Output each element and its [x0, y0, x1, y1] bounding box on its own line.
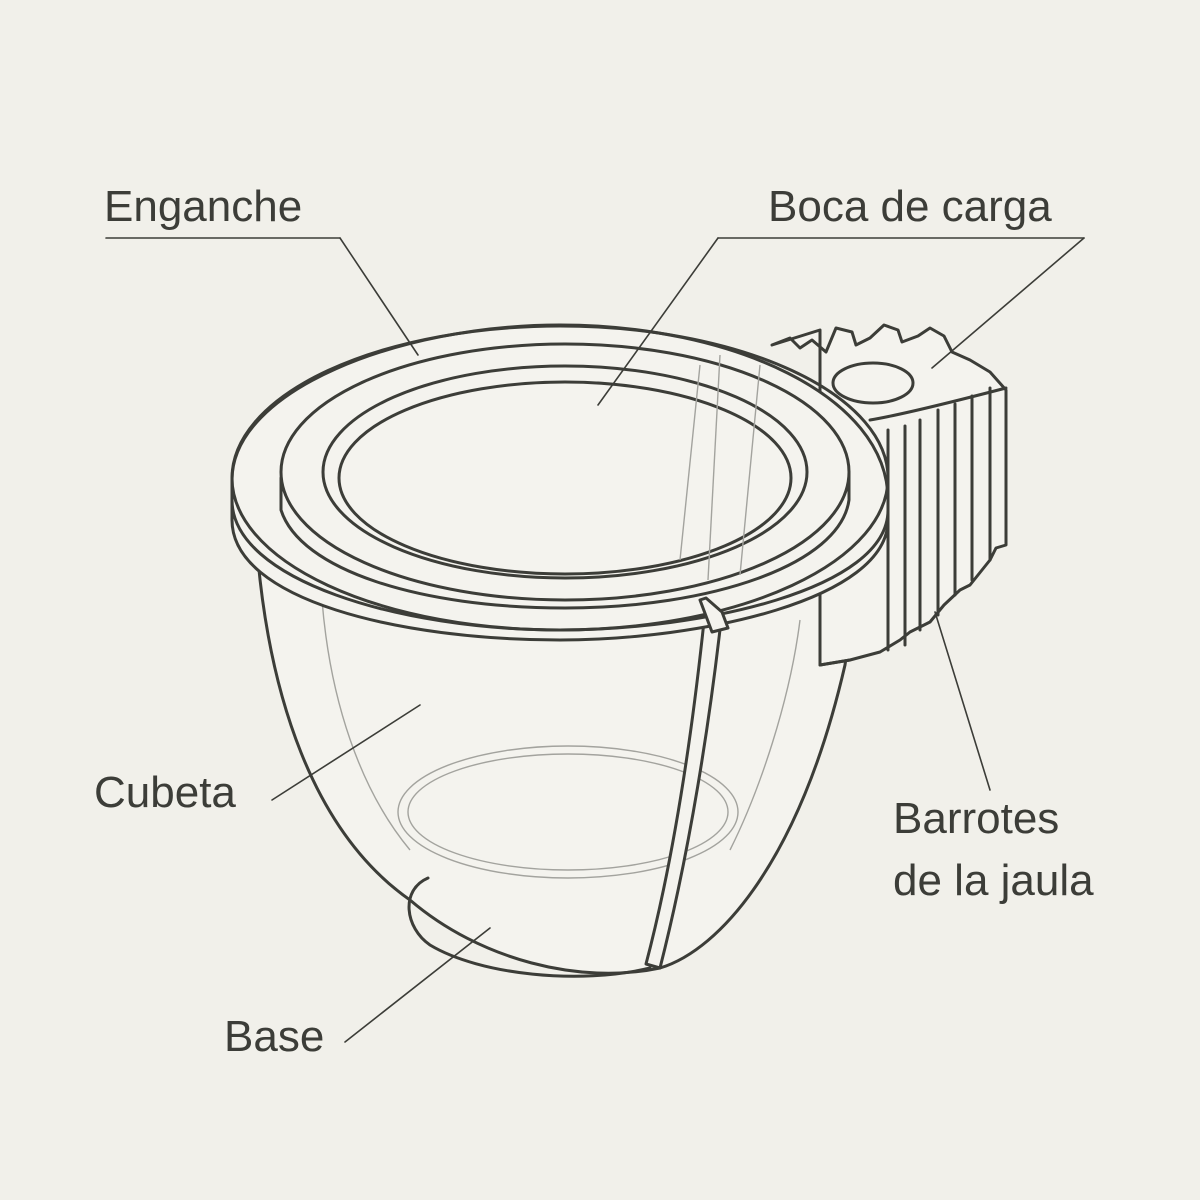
- inner-bottom-ring-2: [407, 753, 729, 871]
- label-boca-de-carga: Boca de carga: [768, 182, 1052, 231]
- slot-guide-2: [707, 354, 721, 581]
- leader-boca: [597, 237, 719, 406]
- slot-guide-1: [679, 364, 701, 561]
- front-cut-edge: [644, 600, 724, 970]
- leader-cubeta: [271, 704, 421, 801]
- rim-slot: [698, 596, 730, 634]
- leader-boca-hook: [931, 237, 1085, 369]
- leader-base: [344, 927, 491, 1043]
- label-cubeta: Cubeta: [94, 768, 236, 817]
- inner-bottom-ring: [397, 745, 739, 879]
- slot-guide-3: [739, 364, 761, 576]
- label-base: Base: [224, 1012, 325, 1061]
- leader-barrotes: [934, 611, 991, 791]
- middle-ring: [279, 342, 851, 610]
- base-disc: [407, 876, 652, 978]
- outer-rim: [230, 323, 890, 642]
- inner-wall-right: [729, 619, 801, 851]
- loading-mouth: [321, 364, 809, 580]
- screw-hole: [831, 361, 915, 405]
- label-barrotes-line1: Barrotes: [893, 794, 1060, 843]
- leader-enganche: [339, 237, 419, 356]
- label-enganche: Enganche: [104, 182, 303, 231]
- label-barrotes-line2: de la jaula: [893, 856, 1094, 905]
- inner-wall-left: [321, 599, 411, 851]
